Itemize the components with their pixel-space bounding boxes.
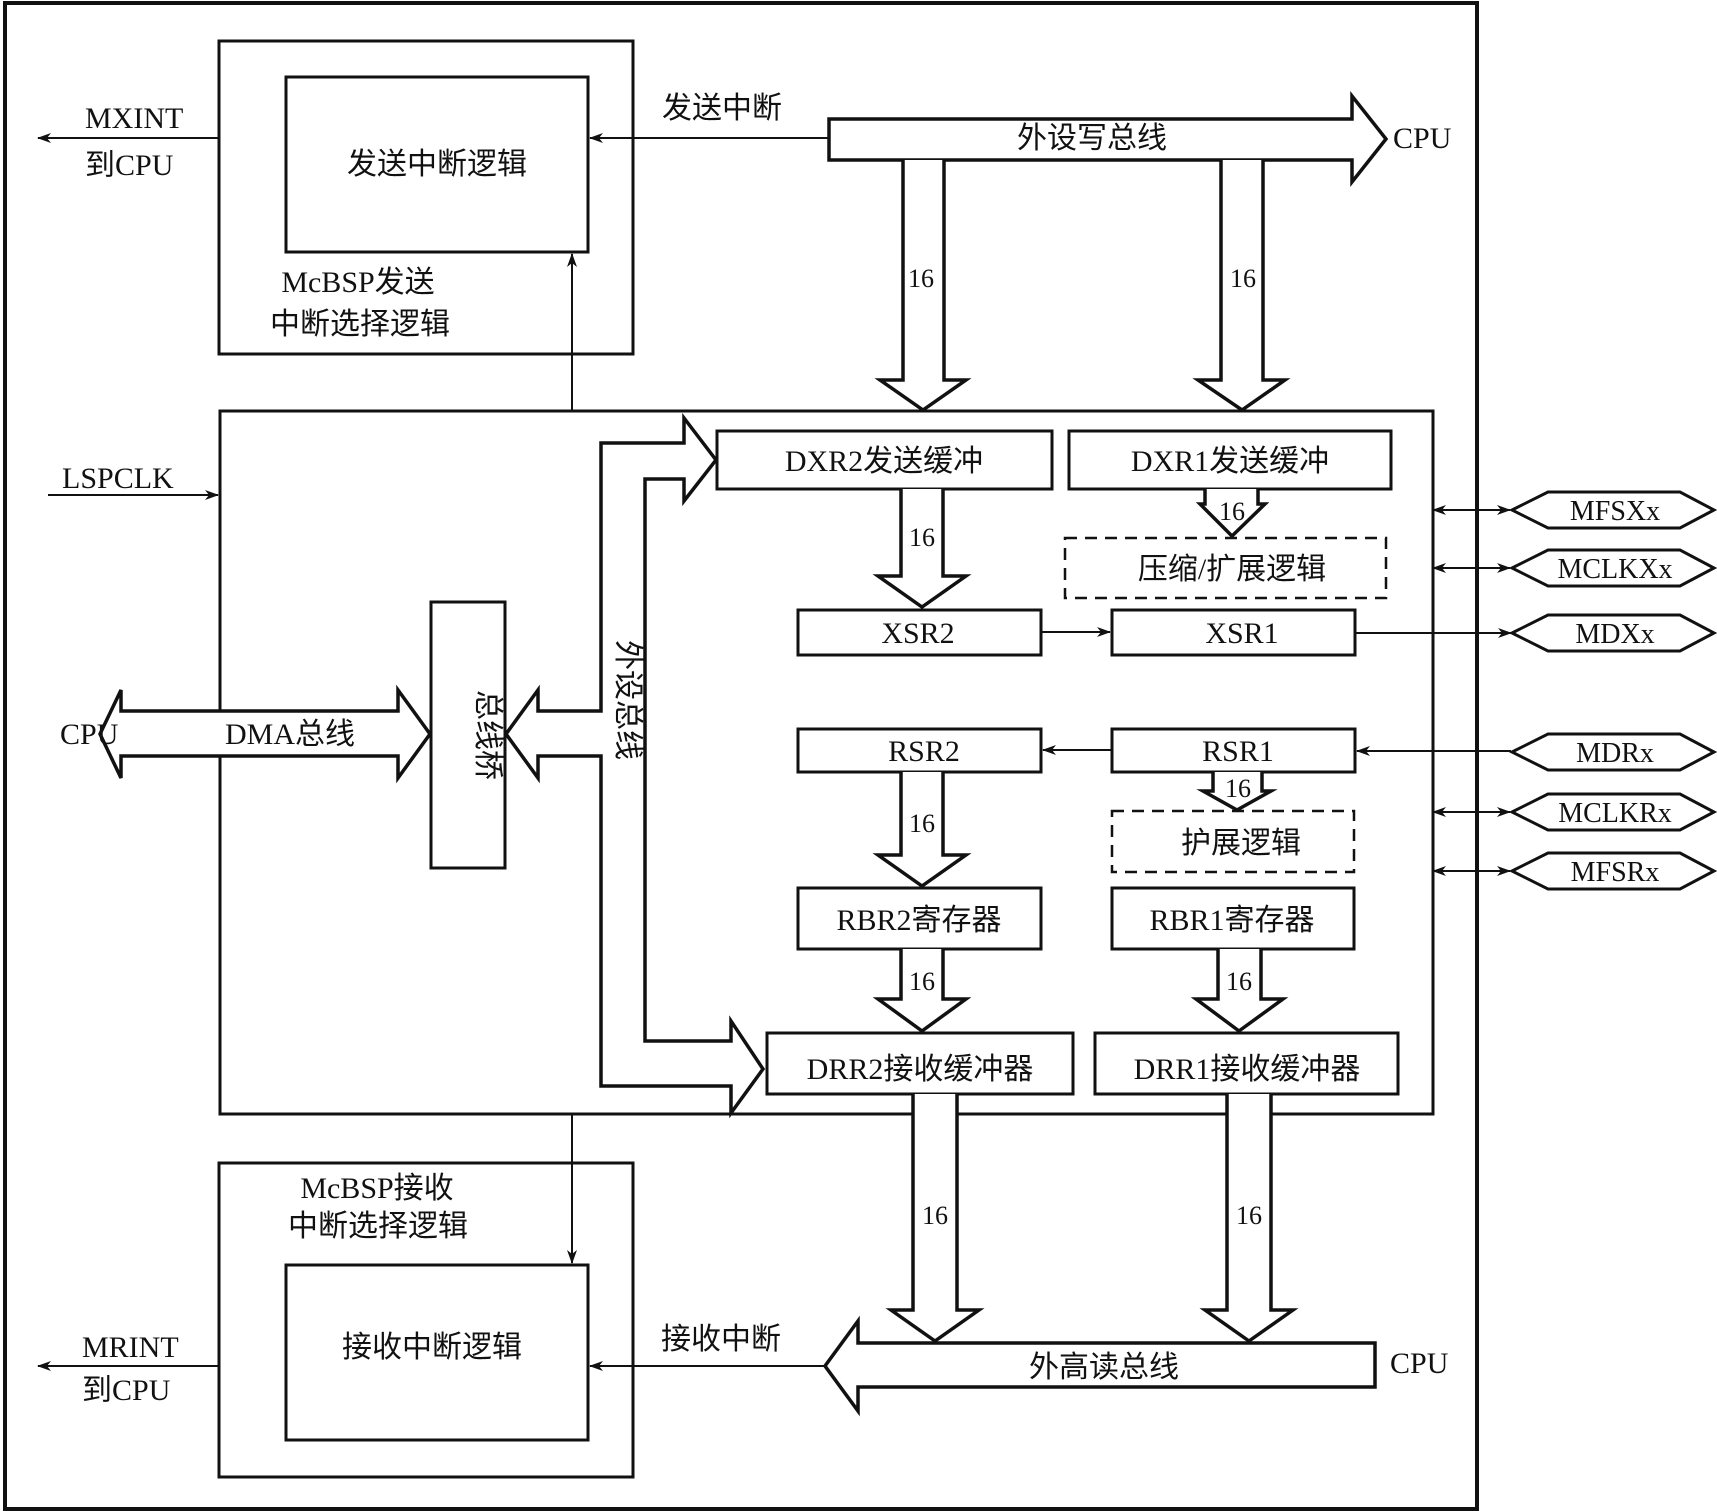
pin-mdxx	[1508, 613, 1717, 653]
dma-cpu-label: CPU	[60, 718, 119, 751]
drr2-label: DRR2接收缓冲器	[807, 1053, 1034, 1086]
rsr1-box	[1110, 727, 1357, 774]
xsr2-label: XSR2	[881, 617, 954, 650]
outer-border	[3, 1, 1479, 1511]
receive-interrupt-logic-box	[284, 1263, 590, 1442]
mxint-target-label: 到CPU	[85, 149, 174, 182]
rbr2-box	[796, 886, 1043, 951]
mxint-label: MXINT	[85, 102, 183, 135]
dma-bus-label: DMA总线	[225, 718, 355, 751]
compand-logic-box	[1063, 536, 1388, 600]
read-bus-cpu-label: CPU	[1390, 1347, 1449, 1380]
width-label: 16	[909, 809, 935, 838]
rsr2-box	[796, 727, 1043, 774]
pin-label: MDXx	[1575, 619, 1654, 650]
rbr1-box	[1110, 886, 1356, 951]
pin-label: MFSRx	[1571, 857, 1660, 888]
dxr2-box	[715, 429, 1054, 491]
width-label: 16	[1236, 1201, 1262, 1230]
pin-mfsxx	[1508, 490, 1717, 530]
receive-interrupt-input-label: 接收中断	[661, 1323, 781, 1356]
peripheral-bus-label: 外设总线	[611, 640, 644, 760]
drr1-label: DRR1接收缓冲器	[1134, 1053, 1361, 1086]
receive-select-label-2: 中断选择逻辑	[288, 1210, 468, 1243]
compand-logic-label: 压缩/扩展逻辑	[1138, 553, 1326, 586]
receive-select-label-1: McBSP接收	[300, 1172, 453, 1205]
receive-interrupt-select-block: 接收中断逻辑 McBSP接收 中断选择逻辑	[217, 1161, 635, 1479]
rsr2-label: RSR2	[888, 735, 960, 768]
pin-mclkrx	[1508, 792, 1717, 832]
read-bus-label: 外高读总线	[1029, 1351, 1179, 1384]
peripheral-bus	[503, 412, 766, 1119]
bus-bridge-label: 总线桥	[471, 690, 504, 780]
rsr1-label: RSR1	[1202, 735, 1274, 768]
width-label: 16	[922, 1201, 948, 1230]
receive-interrupt-logic-label: 接收中断逻辑	[342, 1331, 522, 1364]
pin-mclkxx	[1508, 548, 1717, 588]
mrint-label: MRINT	[82, 1331, 179, 1364]
rbr1-label: RBR1寄存器	[1149, 904, 1314, 937]
xsr1-label: XSR1	[1205, 617, 1278, 650]
drr1-box	[1093, 1031, 1400, 1096]
rbr2-to-drr2-arrow	[872, 949, 972, 1034]
width-label: 16	[1226, 967, 1252, 996]
transmit-interrupt-logic-box	[284, 75, 590, 254]
expand-logic-box	[1110, 809, 1356, 874]
lspclk-label: LSPCLK	[62, 462, 174, 495]
pin-label: MCLKRx	[1558, 798, 1672, 829]
transmit-interrupt-logic-label: 发送中断逻辑	[347, 148, 527, 181]
pin-label: MFSXx	[1570, 496, 1660, 527]
peripheral-read-bus	[822, 1315, 1377, 1417]
write-bus-cpu-label: CPU	[1393, 122, 1452, 155]
drr2-to-read-bus-arrow	[885, 1094, 985, 1344]
bus-bridge	[429, 600, 507, 870]
pin-label: MCLKXx	[1557, 554, 1672, 585]
dxr2-to-xsr2-arrow	[872, 489, 972, 610]
width-label: 16	[908, 264, 934, 293]
dxr1-to-compand-arrow	[1195, 489, 1270, 539]
expand-logic-label: 护展逻辑	[1181, 827, 1301, 860]
transmit-select-label-2: 中断选择逻辑	[270, 308, 450, 341]
rsr2-to-rbr2-arrow	[872, 772, 972, 889]
pin-label: MDRx	[1576, 738, 1654, 769]
pin-mfsrx	[1508, 851, 1717, 891]
rbr2-label: RBR2寄存器	[836, 904, 1001, 937]
write-bus-label: 外设写总线	[1017, 122, 1167, 155]
width-label: 16	[909, 523, 935, 552]
dxr2-label: DXR2发送缓冲	[785, 445, 983, 478]
drr1-to-read-bus-arrow	[1199, 1094, 1299, 1344]
dxr1-label: DXR1发送缓冲	[1131, 445, 1329, 478]
width-label: 16	[1230, 264, 1256, 293]
rbr1-to-drr1-arrow	[1190, 949, 1289, 1034]
width-label: 16	[1219, 497, 1245, 526]
transmit-select-label-1: McBSP发送	[281, 266, 434, 299]
drr2-box	[765, 1031, 1075, 1096]
width-label: 16	[1225, 774, 1251, 803]
width-label: 16	[909, 967, 935, 996]
dxr1-box	[1067, 429, 1393, 491]
xsr2-box	[796, 608, 1043, 657]
pin-mdrx	[1508, 732, 1717, 772]
transmit-interrupt-input-label: 发送中断	[662, 92, 782, 125]
mrint-target-label: 到CPU	[82, 1374, 171, 1407]
transmit-interrupt-select-block: 发送中断逻辑 McBSP发送 中断选择逻辑	[217, 39, 635, 356]
